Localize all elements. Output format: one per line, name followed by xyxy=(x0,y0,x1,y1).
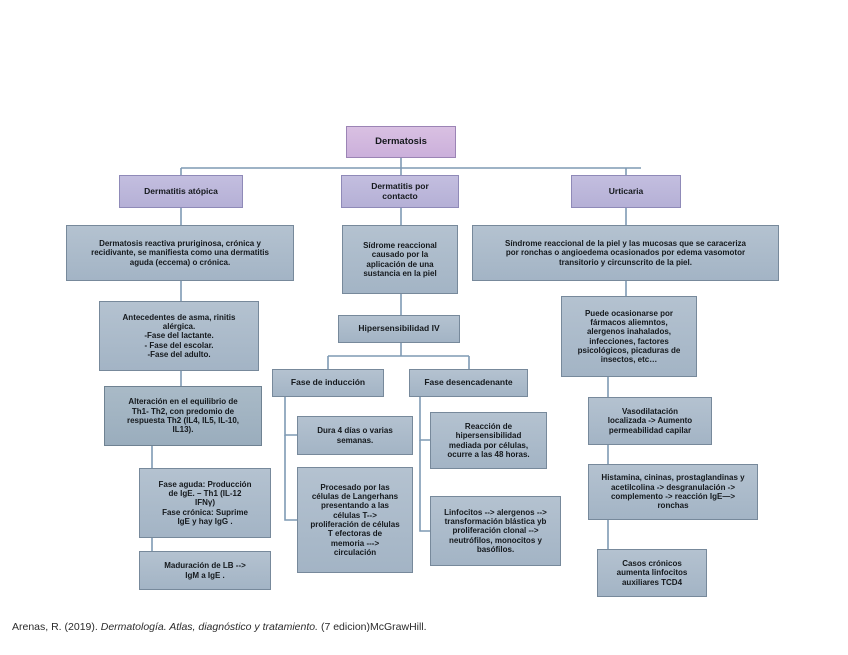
node-dura-4-dias[interactable]: Dura 4 días o varias semanas. xyxy=(297,416,413,455)
node-def-contacto[interactable]: Sídrome reaccional causado por la aplica… xyxy=(342,225,458,294)
node-dermatitis-atopica[interactable]: Dermatitis atópica xyxy=(119,175,243,208)
node-casos-cronicos[interactable]: Casos crónicos aumenta linfocitos auxili… xyxy=(597,549,707,597)
node-def-urticaria[interactable]: Síndrome reaccional de la piel y las muc… xyxy=(472,225,779,281)
node-fase-aguda[interactable]: Fase aguda: Producción de IgE. – Th1 (IL… xyxy=(139,468,271,538)
citation-publisher: McGrawHill. xyxy=(370,621,427,633)
node-histamina[interactable]: Histamina, cininas, prostaglandinas y ac… xyxy=(588,464,758,520)
node-maduracion[interactable]: Maduración de LB --> IgM a IgE . xyxy=(139,551,271,590)
citation: Arenas, R. (2019). Dermatología. Atlas, … xyxy=(12,621,427,633)
node-antecedentes[interactable]: Antecedentes de asma, rinitis alérgica. … xyxy=(99,301,259,371)
node-dermatitis-contacto[interactable]: Dermatitis por contacto xyxy=(341,175,459,208)
node-def-atopica[interactable]: Dermatosis reactiva pruriginosa, crónica… xyxy=(66,225,294,281)
node-alteracion[interactable]: Alteración en el equilibrio de Th1- Th2,… xyxy=(104,386,262,446)
node-fase-induccion[interactable]: Fase de inducción xyxy=(272,369,384,397)
node-procesado[interactable]: Procesado por las células de Langerhans … xyxy=(297,467,413,573)
node-linfocitos[interactable]: Linfocitos --> alergenos --> transformac… xyxy=(430,496,561,566)
citation-author: Arenas, R. xyxy=(12,621,62,633)
node-fase-desencadenante[interactable]: Fase desencadenante xyxy=(409,369,528,397)
node-urticaria[interactable]: Urticaria xyxy=(571,175,681,208)
citation-work: Dermatología. Atlas, diagnóstico y trata… xyxy=(100,621,319,633)
node-puede-ocasionarse[interactable]: Puede ocasionarse por fármacos aliemntos… xyxy=(561,296,697,377)
node-hipersensibilidad[interactable]: Hipersensibilidad IV xyxy=(338,315,460,343)
node-vasodilatacion[interactable]: Vasodilatación localizada -> Aumento per… xyxy=(588,397,712,445)
citation-edition: (7 edicion) xyxy=(320,621,370,633)
citation-year: (2019). xyxy=(64,621,98,633)
node-reaccion-hipersens[interactable]: Reacción de hipersensibilidad mediada po… xyxy=(430,412,547,469)
node-root[interactable]: Dermatosis xyxy=(346,126,456,158)
